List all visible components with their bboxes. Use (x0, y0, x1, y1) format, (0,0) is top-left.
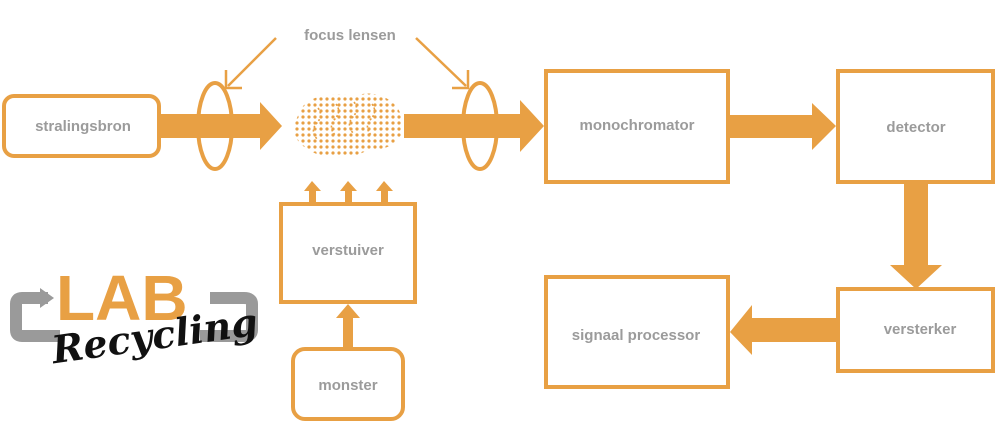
block-amplifier (836, 287, 995, 373)
beam-arrow-2 (404, 100, 544, 152)
arrow-mono-detector (730, 103, 836, 150)
lab-recycling-logo: LAB Recycling (10, 262, 260, 372)
block-detector-label: detector (886, 119, 945, 136)
focus-lenses-label: focus lensen (304, 27, 396, 44)
block-source (2, 94, 161, 158)
arrow-amplifier-processor (730, 305, 836, 355)
arrow-detector-amplifier (890, 184, 942, 289)
beam-arrow-1 (160, 102, 282, 150)
logo-recycle-arrow-right (200, 292, 258, 342)
block-monochromator (544, 69, 730, 184)
block-amplifier-label: versterker (884, 321, 957, 338)
callout-pointer-right (415, 37, 470, 90)
block-atomizer (279, 202, 417, 304)
block-signal-processor (544, 275, 730, 389)
logo-recycle-arrow-left (10, 292, 60, 342)
lens-icon-2 (461, 81, 499, 171)
block-atomizer-label: verstuiver (312, 242, 384, 259)
callout-pointer-left (224, 37, 277, 90)
lens-icon-1 (196, 81, 234, 171)
arrow-sample-atomizer (336, 304, 360, 348)
block-monochromator-label: monochromator (579, 117, 694, 134)
atomized-cloud (294, 93, 404, 158)
block-sample-label: monster (318, 377, 377, 394)
block-sample (291, 347, 405, 421)
block-source-label: stralingsbron (35, 118, 131, 135)
block-detector (836, 69, 995, 184)
aerosol-arrows (304, 181, 393, 204)
logo-lab-text: LAB (56, 262, 188, 334)
block-signal-processor-label: signaal processor (572, 327, 701, 344)
